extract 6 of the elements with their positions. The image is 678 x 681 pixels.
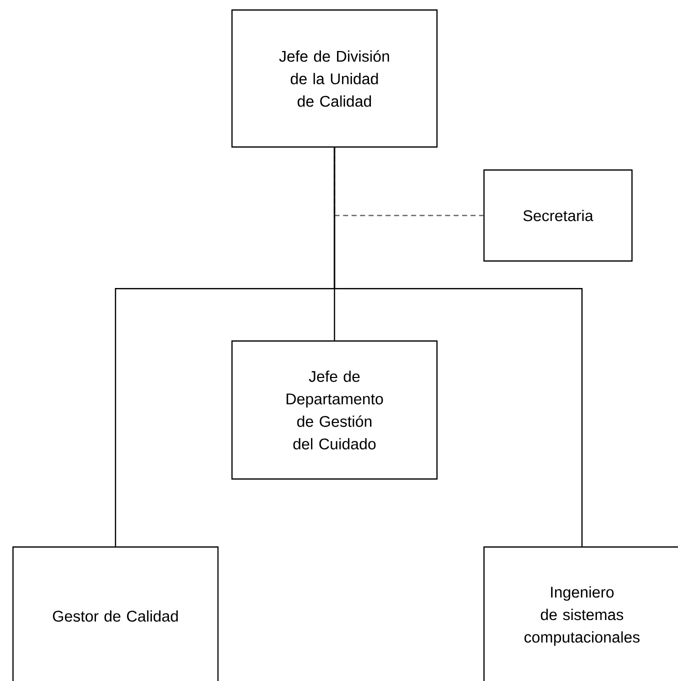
- org-box: Jefe de División de la Unidad de Calidad: [231, 9, 438, 148]
- org-box: Gestor de Calidad: [12, 546, 219, 681]
- org-box: Ingeniero de sistemas computacionales: [483, 546, 678, 681]
- org-box: Secretaria: [483, 169, 633, 262]
- connector-line: [334, 148, 583, 546]
- org-box: Jefe de Departamento de Gestión del Cuidado: [231, 340, 438, 480]
